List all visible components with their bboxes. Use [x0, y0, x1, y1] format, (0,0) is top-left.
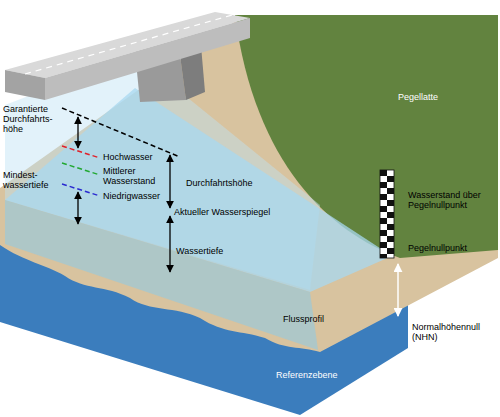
diagram-label: Referenzebene	[276, 370, 356, 380]
diagram-label: Normalhöhennull (NHN)	[412, 322, 492, 342]
diagram-label: Pegelnullpunkt	[408, 243, 493, 253]
mean-water-line	[62, 163, 100, 175]
diagram-label: Wassertiefe	[176, 246, 246, 256]
diagram-label: Niedrigwasser	[103, 191, 183, 201]
diagram-label: Hochwasser	[103, 152, 183, 162]
water-body	[5, 200, 318, 350]
diagram-label: Aktueller Wasserspiegel	[174, 207, 294, 217]
diagram-label: Durchfahrtshöhe	[186, 178, 276, 188]
diagram-label: Wasserstand über Pegelnullpunkt	[408, 190, 493, 210]
diagram-label: Garantierte Durchfahrts- höhe	[3, 104, 65, 134]
lane-marking	[25, 15, 232, 74]
low-water-line	[62, 184, 100, 196]
high-water-line	[62, 146, 100, 158]
bridge-deck-front	[5, 70, 45, 100]
dimension-arrow	[77, 192, 78, 224]
dimension-arrow	[169, 216, 170, 272]
bridge-deck-side	[45, 18, 250, 100]
dimension-arrow	[169, 155, 170, 208]
diagram-label: Mindest- wassertiefe	[3, 170, 58, 190]
diagram-label: Flussprofil	[283, 314, 353, 324]
dimension-arrow	[77, 117, 78, 148]
diagram-label: Mittlerer Wasserstand	[103, 166, 163, 186]
gauge-staff	[380, 170, 394, 258]
datum-arrow	[397, 264, 399, 316]
clearance-line	[62, 108, 180, 157]
diagram-label: Pegellatte	[398, 92, 468, 102]
